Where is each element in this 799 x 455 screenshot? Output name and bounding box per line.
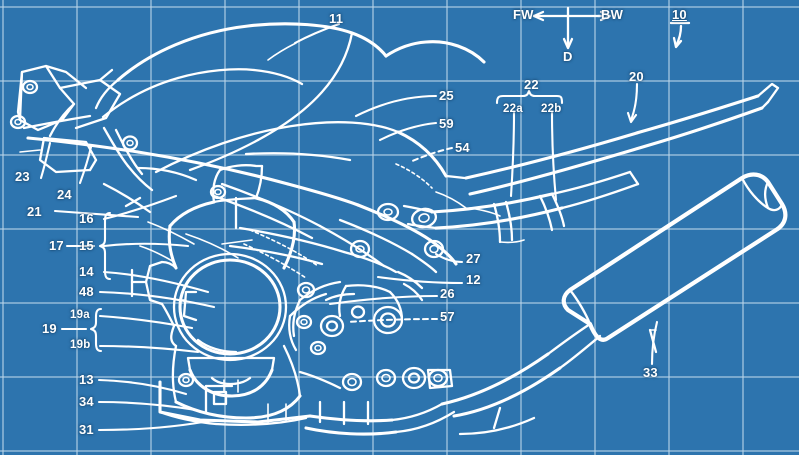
callout-31: 31 (79, 422, 94, 437)
callout-10: 10 (672, 7, 687, 22)
callout-17: 17 (49, 238, 64, 253)
callout-24: 24 (57, 187, 72, 202)
callout-34: 34 (79, 394, 94, 409)
direction-label-down: D (563, 49, 573, 64)
callout-33: 33 (643, 365, 658, 380)
misc-detail-lines (102, 163, 501, 423)
callout-23: 23 (15, 169, 30, 184)
callout-19a: 19a (70, 309, 90, 321)
callout-22b: 22b (541, 103, 562, 115)
engine-crankcase (130, 164, 456, 436)
assembly-ref-arrow-icon (669, 21, 691, 49)
direction-label-forward: FW (513, 7, 534, 22)
callout-21: 21 (27, 204, 42, 219)
body-cowl-outline (22, 22, 486, 207)
callout-25: 25 (439, 88, 454, 103)
callout-59: 59 (439, 116, 454, 131)
upper-frame-rails (349, 82, 780, 259)
front-bracket-plates (9, 64, 198, 192)
callout-19: 19 (42, 321, 57, 336)
callout-48: 48 (79, 284, 94, 299)
callout-22a: 22a (503, 103, 523, 115)
direction-label-backward: BW (601, 7, 624, 22)
callout-57: 57 (440, 309, 455, 324)
callout-12: 12 (466, 272, 481, 287)
leader-lines-left (39, 141, 216, 432)
callout-11: 11 (329, 11, 344, 26)
callout-19b: 19b (70, 339, 91, 351)
direction-indicator-icon (532, 6, 612, 50)
callout-13: 13 (79, 372, 94, 387)
callout-26: 26 (440, 286, 455, 301)
callout-16: 16 (79, 211, 94, 226)
bracket-22 (495, 89, 564, 202)
callout-14: 14 (79, 264, 94, 279)
callout-15: 15 (79, 238, 94, 253)
callout-22: 22 (524, 77, 539, 92)
bracket-19 (60, 307, 103, 353)
callout-27: 27 (466, 251, 481, 266)
callout-20: 20 (629, 69, 644, 84)
exhaust-and-muffler (440, 172, 788, 436)
callout-54: 54 (455, 140, 470, 155)
